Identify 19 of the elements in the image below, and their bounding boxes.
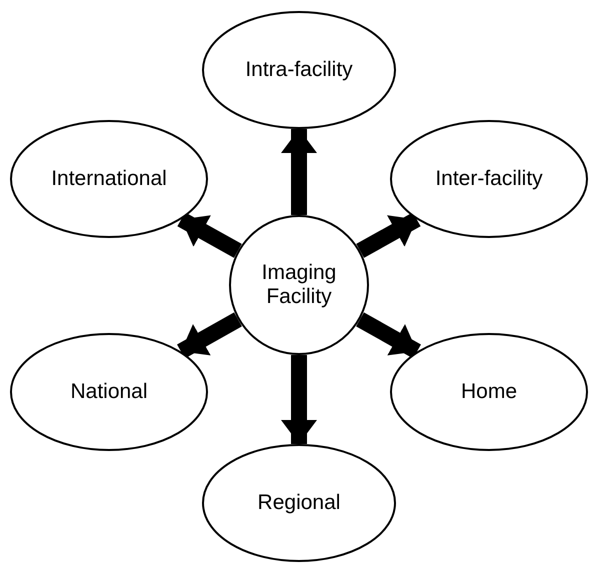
ellipse-node: [390, 120, 588, 238]
ellipse-node: [10, 120, 208, 238]
node-label: International: [51, 166, 167, 192]
ellipse-node: [202, 11, 396, 129]
node-label: Regional: [258, 490, 340, 516]
node-label: Inter-facility: [435, 166, 543, 192]
node-label: Imaging Facility: [260, 260, 338, 310]
center-circle: [229, 215, 369, 355]
arrow: [356, 212, 421, 258]
arrow: [281, 129, 317, 215]
arrow: [177, 212, 242, 258]
node-label: National: [70, 380, 148, 404]
ellipse-node: [390, 333, 588, 451]
arrow: [356, 312, 421, 358]
node-label: Intra-facility: [245, 58, 353, 82]
ellipse-node: [202, 444, 396, 562]
node-label: Home: [460, 380, 518, 404]
ellipse-node: [10, 333, 208, 451]
arrow: [281, 355, 317, 444]
